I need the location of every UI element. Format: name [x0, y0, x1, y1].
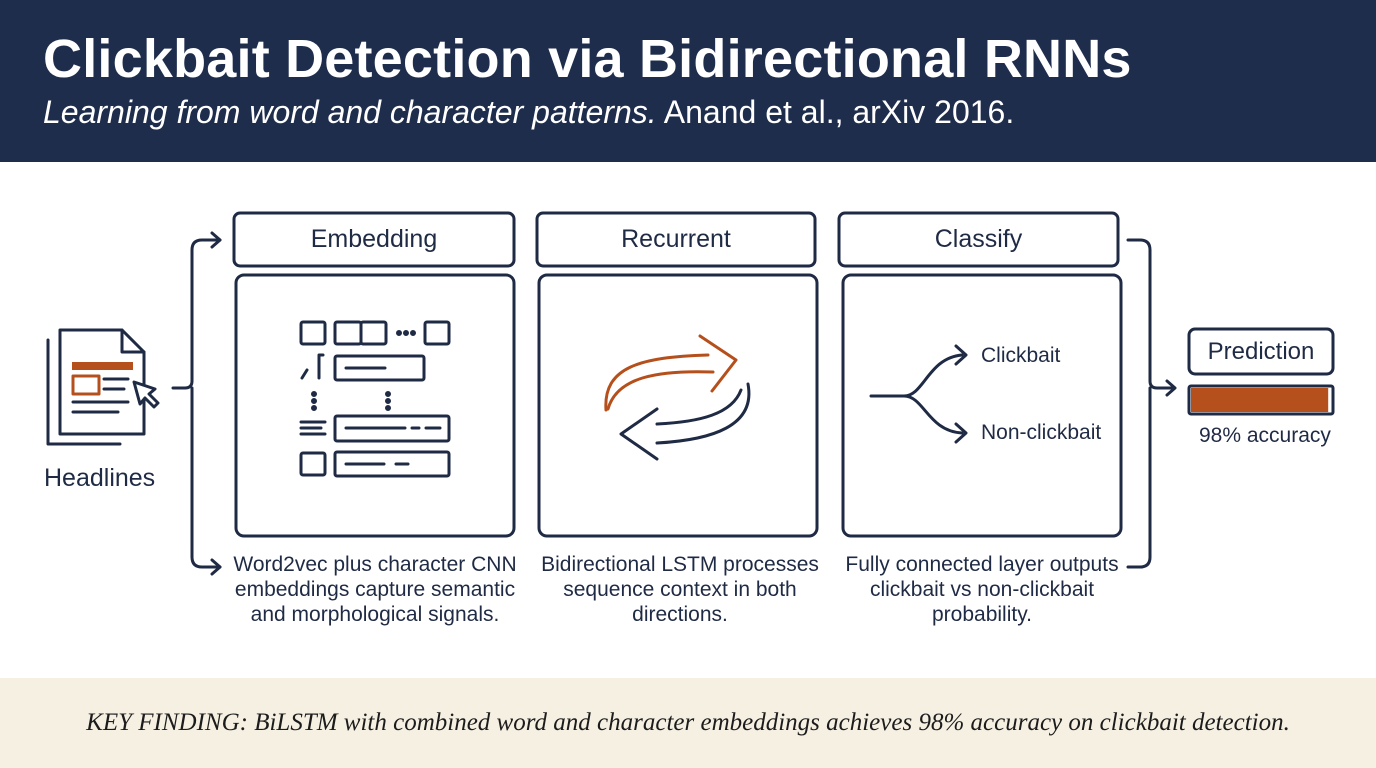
bidirectional-arrows-icon [604, 334, 751, 461]
caption-recurrent: Bidirectional LSTM processes sequence co… [541, 553, 819, 626]
key-finding-banner: KEY FINDING: BiLSTM with combined word a… [0, 678, 1376, 768]
header-banner: Clickbait Detection via Bidirectional RN… [0, 0, 1376, 162]
caption-embedding: Word2vec plus character CNN embeddings c… [233, 553, 517, 626]
stage-panel [841, 273, 1123, 538]
caption-classify: Fully connected layer outputs clickbait … [845, 553, 1119, 626]
input-bracket [171, 231, 222, 576]
branch-icon [869, 344, 968, 444]
stage-label-box [232, 211, 516, 268]
stage-panel [234, 273, 516, 538]
output-bracket [1126, 238, 1177, 569]
input-label: Headlines [44, 464, 156, 492]
output-non-clickbait-label: Non-clickbait [981, 421, 1102, 444]
document-cursor-icon [46, 328, 160, 446]
stage-panel [537, 273, 819, 538]
output-clickbait-label: Clickbait [981, 344, 1061, 367]
key-finding-text: KEY FINDING: BiLSTM with combined word a… [86, 709, 1290, 736]
pipeline-diagram: Headlines Embedding Recurrent Classify C… [0, 162, 1376, 678]
stage-title-classify: Classify [934, 225, 1023, 253]
stage-title-recurrent: Recurrent [621, 225, 731, 253]
stage-label-box [837, 211, 1120, 268]
accuracy-bar-track [1187, 384, 1335, 416]
diagram-canvas [46, 211, 1335, 576]
subtitle-tagline: Learning from word and character pattern… [43, 94, 657, 130]
accuracy-bar-fill [1191, 388, 1329, 412]
embedding-grid-icon [299, 320, 451, 478]
stage-label-box [535, 211, 817, 268]
accuracy-label: 98% accuracy [1199, 424, 1331, 447]
stage-title-embedding: Embedding [310, 225, 438, 253]
subtitle-citation: Anand et al., arXiv 2016. [656, 94, 1015, 130]
page-title: Clickbait Detection via Bidirectional RN… [43, 29, 1132, 89]
prediction-label-box [1187, 327, 1335, 376]
page-subtitle: Learning from word and character pattern… [43, 94, 1014, 131]
prediction-label: Prediction [1207, 337, 1315, 365]
